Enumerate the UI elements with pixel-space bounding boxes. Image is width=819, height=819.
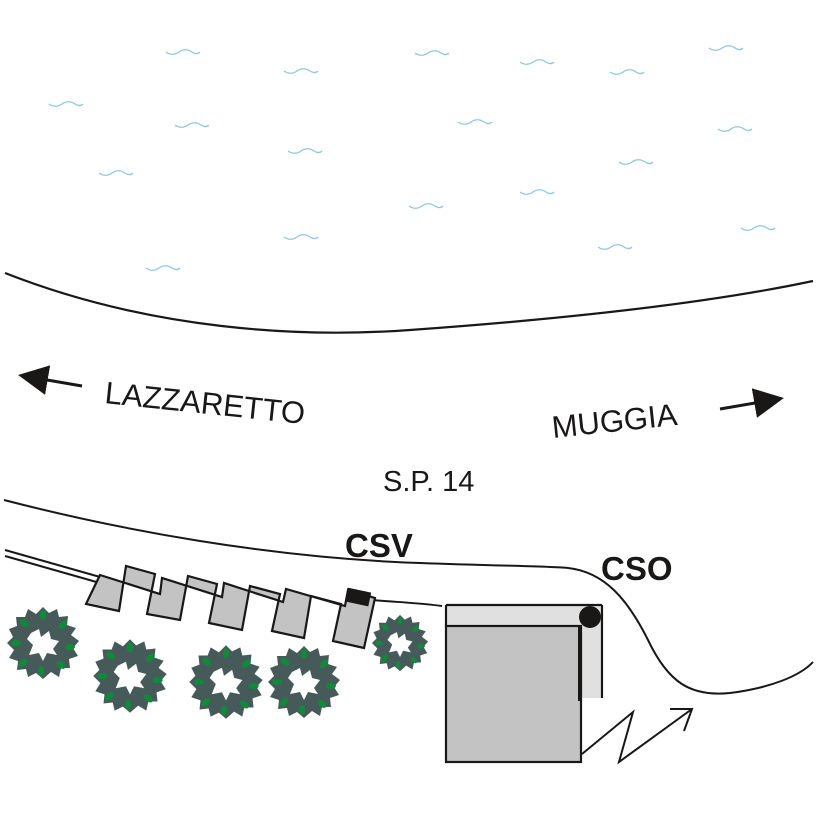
road-edge-south (4, 555, 101, 584)
wave-icon (414, 50, 450, 56)
label-lazzaretto: LAZZARETTO (103, 375, 307, 431)
wave-icon (283, 234, 319, 240)
station-dot-icon (579, 606, 601, 628)
label-muggia: MUGGIA (550, 397, 679, 445)
wave-icon (457, 119, 493, 125)
wave-icon (145, 265, 181, 271)
arrow-right-icon (719, 388, 784, 418)
label-cso: CSO (601, 550, 673, 587)
tree-icon (371, 614, 429, 672)
wave-icon (287, 148, 323, 154)
label-csv: CSV (345, 527, 413, 564)
wave-icon (519, 189, 555, 195)
sea-area (48, 45, 776, 271)
wave-icon (717, 126, 753, 132)
csv-station (344, 587, 372, 607)
radio-link-icon (581, 708, 694, 765)
tree-icon (189, 645, 263, 719)
wave-icon (597, 244, 633, 250)
wave-icon (408, 203, 444, 209)
wave-icon (519, 59, 555, 65)
road-edge-south-double (4, 549, 101, 578)
tree-icon (7, 607, 79, 679)
wave-icon (165, 49, 201, 55)
wave-icon (609, 69, 645, 75)
road-edge-south-east (371, 599, 443, 607)
wave-icon (283, 68, 319, 74)
parking-area (84, 564, 377, 650)
label-road: S.P. 14 (383, 466, 474, 498)
wave-icon (48, 101, 84, 107)
tree-icon (93, 639, 167, 713)
arrow-left-icon (18, 365, 83, 395)
wave-icon (618, 159, 654, 165)
parking-strip (84, 564, 377, 650)
wave-icon (98, 170, 134, 176)
wave-icon (740, 225, 776, 231)
tree-icon (268, 646, 340, 718)
cso-building (444, 603, 604, 764)
wave-icon (708, 45, 744, 51)
coastline (4, 271, 814, 334)
road-edge-north (3, 499, 814, 695)
wave-icon (174, 122, 210, 128)
